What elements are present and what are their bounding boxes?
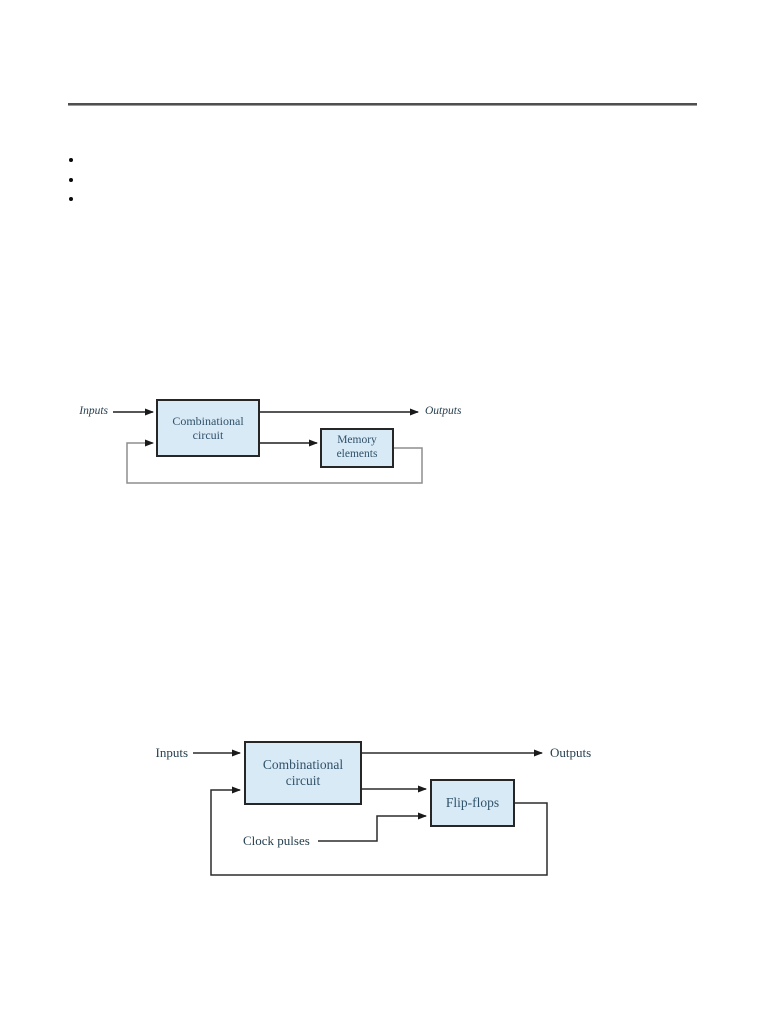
d2-clock-pulses-label: Clock pulses — [243, 833, 310, 848]
d1-memory-elements-box: Memory elements — [320, 428, 394, 468]
bullet-icon — [69, 197, 73, 201]
d2-inputs-label: Inputs — [155, 745, 189, 760]
bullet-icon — [69, 178, 73, 182]
d1-inputs-label: Inputs — [79, 405, 108, 417]
d2-outputs-label: Outputs — [550, 745, 592, 760]
d2-combinational-box-line1: Combinational — [262, 757, 344, 773]
d2-combinational-circuit-box: Combinational circuit — [244, 741, 362, 805]
d1-outputs-label: Outputs — [425, 405, 462, 417]
header-rule — [68, 103, 697, 106]
d1-combinational-box-line2: circuit — [192, 428, 224, 442]
bullet-icon — [69, 158, 73, 162]
d1-combinational-circuit-box: Combinational circuit — [156, 399, 260, 457]
d2-feedback-line — [210, 786, 548, 876]
d1-feedback-line — [126, 439, 423, 484]
d2-flip-flops-label: Flip-flops — [445, 795, 500, 811]
d2-clock-line — [318, 812, 427, 842]
d2-flip-flops-box: Flip-flops — [430, 779, 515, 827]
d2-combinational-box-line2: circuit — [285, 773, 321, 788]
d1-memory-box-line1: Memory — [337, 434, 377, 447]
d1-combinational-box-line1: Combinational — [172, 413, 244, 428]
d1-memory-box-line2: elements — [336, 448, 378, 460]
